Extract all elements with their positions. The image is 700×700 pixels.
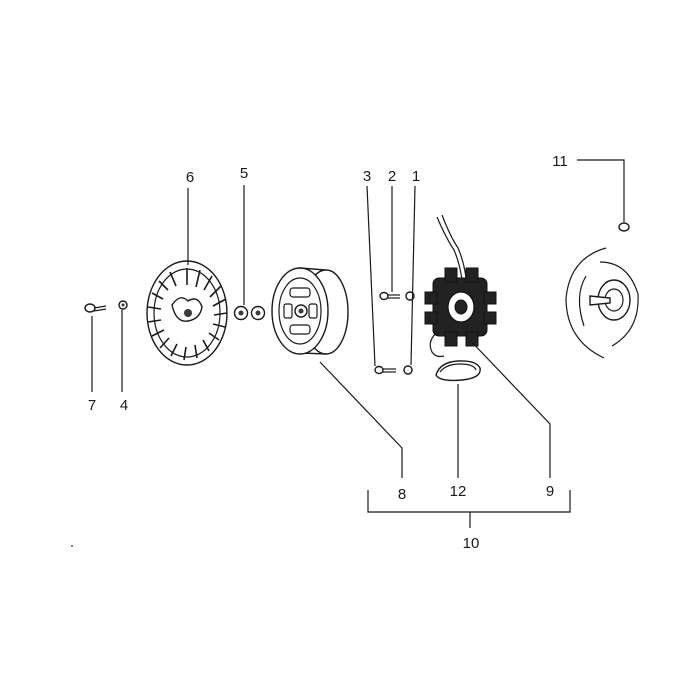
part-washer-4 bbox=[118, 300, 128, 310]
callout-5: 5 bbox=[240, 165, 248, 182]
part-screw-3 bbox=[374, 365, 396, 375]
bracket-10 bbox=[367, 490, 571, 513]
part-flywheel-fan-6 bbox=[146, 260, 228, 366]
part-screw-2 bbox=[379, 291, 400, 301]
leader-lines bbox=[91, 159, 625, 528]
stray-dot bbox=[71, 545, 73, 547]
callouts: 1 2 3 4 5 6 7 8 9 10 11 12 bbox=[88, 153, 568, 552]
callout-3: 3 bbox=[363, 168, 371, 185]
callout-10: 10 bbox=[463, 535, 480, 552]
part-pickup-12 bbox=[435, 360, 481, 382]
callout-2: 2 bbox=[388, 168, 396, 185]
leader-3 bbox=[366, 185, 376, 367]
callout-12: 12 bbox=[450, 483, 467, 500]
callout-6: 6 bbox=[186, 169, 194, 186]
callout-1: 1 bbox=[412, 168, 420, 185]
callout-4: 4 bbox=[120, 397, 128, 414]
callout-11: 11 bbox=[552, 153, 568, 170]
leader-1 bbox=[410, 185, 416, 366]
part-screw-7 bbox=[84, 303, 107, 313]
crankcase-housing bbox=[565, 247, 639, 359]
leader-8 bbox=[319, 361, 403, 478]
part-washer-11 bbox=[618, 222, 630, 232]
part-nut-5 bbox=[233, 305, 266, 321]
leader-11 bbox=[577, 159, 625, 222]
part-stator-9 bbox=[424, 214, 497, 358]
leader-9 bbox=[465, 335, 551, 478]
callout-7: 7 bbox=[88, 397, 96, 414]
callout-8: 8 bbox=[398, 486, 406, 503]
part-rotor-8 bbox=[271, 267, 349, 355]
callout-9: 9 bbox=[546, 483, 554, 500]
